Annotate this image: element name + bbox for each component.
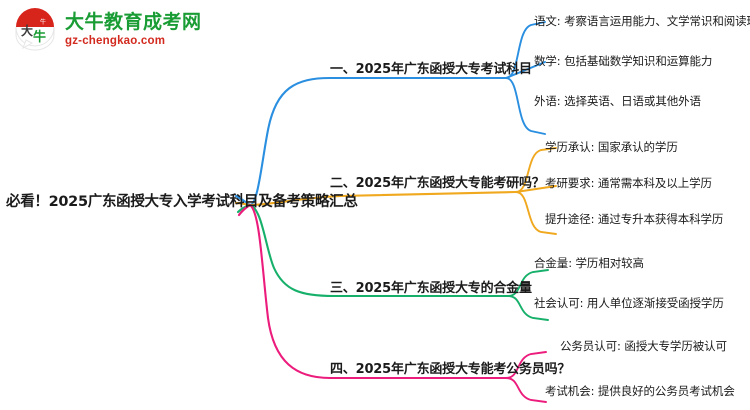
logo-domain: gz-chengkao.com [65,34,166,47]
root-topic-title: 必看！2025广东函授大专入学考试科目及备考策略汇总 [6,194,358,210]
subtopic-1-2[interactable]: 数学: 包括基础数学知识和运算能力 [534,54,713,68]
subtopic-2-2[interactable]: 考研要求: 通常需本科及以上学历 [545,176,712,190]
subtopic-3-2[interactable]: 社会认可: 用人单位逐渐接受函授学历 [534,296,724,310]
site-logo: 大 牛 牛 大牛教育成考网 gz-chengkao.com [12,8,202,52]
subtopic-1-1[interactable]: 语文: 考察语言运用能力、文学常识和阅读理解 [534,14,750,28]
subtopic-2-1[interactable]: 学历承认: 国家承认的学历 [545,140,678,154]
wire-branch-4-to-child-2 [505,377,547,403]
daniu-logo-icon: 大 牛 牛 [12,8,58,52]
branch-label-3[interactable]: 三、2025年广东函授大专的合金量 [330,281,532,296]
svg-text:大: 大 [21,23,33,38]
branch-label-2[interactable]: 二、2025年广东函授大专能考研吗？ [330,176,545,191]
logo-cn-name: 大牛教育成考网 [65,10,202,33]
subtopic-2-3[interactable]: 提升途径: 通过专升本获得本科学历 [545,212,724,226]
branch-label-1[interactable]: 一、2025年广东函授大专考试科目 [330,62,532,77]
svg-text:牛: 牛 [40,18,46,26]
branch-label-4[interactable]: 四、2025年广东函授大专能考公务员吗？ [330,362,571,377]
subtopic-3-1[interactable]: 合金量: 学历相对较高 [534,256,644,270]
subtopic-4-2[interactable]: 考试机会: 提供良好的公务员考试机会 [545,384,735,398]
subtopic-1-3[interactable]: 外语: 选择英语、日语或其他外语 [534,94,701,108]
subtopic-4-1[interactable]: 公务员认可: 函授大专学历被认可 [560,339,727,353]
svg-text:牛: 牛 [33,29,46,45]
